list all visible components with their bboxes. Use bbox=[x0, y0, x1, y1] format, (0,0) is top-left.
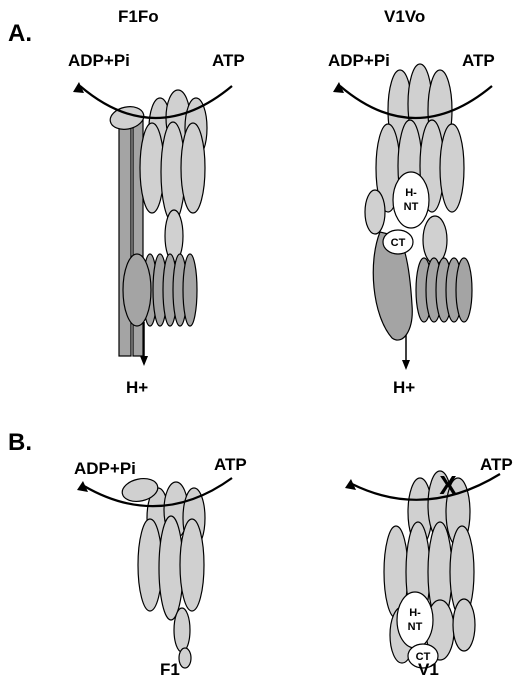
v1vo-proton-label: H+ bbox=[393, 378, 415, 397]
f1fo-substrate-label: ADP+Pi bbox=[68, 51, 130, 70]
v1vo-proton-arrowhead bbox=[402, 360, 410, 370]
f1-head bbox=[138, 482, 205, 668]
v1-h-nt-domain bbox=[397, 592, 433, 648]
f1fo-a-subunit bbox=[123, 254, 151, 326]
f1fo-complex: F1Fo ADP+Pi ATP bbox=[68, 7, 245, 397]
v1vo-h-nt-line2: NT bbox=[404, 201, 419, 213]
v1-product-label: ATP bbox=[480, 455, 513, 474]
f1-caption: F1 bbox=[160, 660, 180, 679]
v1vo-h-nt-line1: H- bbox=[405, 187, 417, 199]
f1-complex: ADP+Pi ATP F1 bbox=[74, 455, 247, 679]
f1fo-title: F1Fo bbox=[118, 7, 159, 26]
v1vo-product-label: ATP bbox=[462, 51, 495, 70]
f1fo-proton-arrowhead bbox=[140, 356, 148, 366]
v1vo-substrate-label: ADP+Pi bbox=[328, 51, 390, 70]
v1-h-nt-line1: H- bbox=[409, 607, 421, 619]
v1vo-complex: V1Vo ADP+Pi ATP H- NT CT bbox=[328, 7, 495, 397]
v1-blocked-x-mark: X bbox=[439, 470, 457, 500]
panel-a-label: A. bbox=[8, 20, 32, 47]
v1vo-ct-label: CT bbox=[391, 237, 406, 249]
v1-h-nt-line2: NT bbox=[408, 621, 423, 633]
f1fo-product-label: ATP bbox=[212, 51, 245, 70]
v1-caption: V1 bbox=[418, 660, 439, 679]
f1-substrate-label: ADP+Pi bbox=[74, 459, 136, 478]
v1vo-c-ring bbox=[416, 258, 472, 322]
v1vo-h-nt-domain bbox=[393, 172, 429, 228]
f1fo-proton-label: H+ bbox=[126, 378, 148, 397]
v1-complex: ATP H- NT CT X V1 bbox=[345, 455, 513, 679]
panel-b-label: B. bbox=[8, 429, 32, 456]
v1vo-title: V1Vo bbox=[384, 7, 425, 26]
f1-product-label: ATP bbox=[214, 455, 247, 474]
